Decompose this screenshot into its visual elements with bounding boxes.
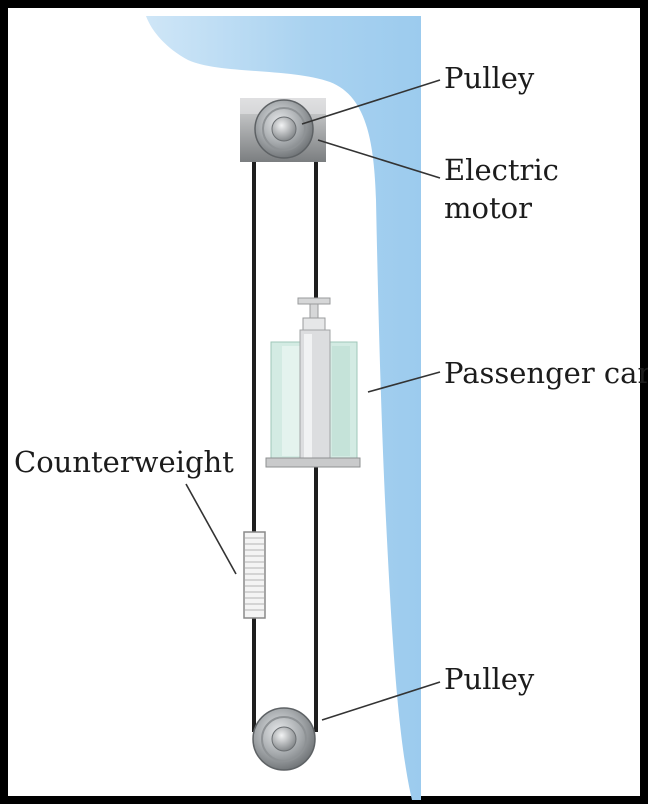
leader-bottom-pulley <box>321 681 441 721</box>
label-top-pulley: Pulley <box>444 61 535 95</box>
label-bottom-pulley: Pulley <box>444 662 535 696</box>
bottom-pulley <box>252 707 316 771</box>
leader-passenger-car <box>367 371 441 393</box>
label-passenger-car: Passenger car <box>444 356 648 390</box>
leader-electric-motor <box>317 139 441 179</box>
leader-lines <box>185 79 441 721</box>
label-electric-motor-line2: motor <box>444 191 532 225</box>
top-pulley <box>254 99 314 159</box>
label-electric-motor-line1: Electric <box>444 153 559 187</box>
label-counterweight: Counterweight <box>14 445 234 479</box>
leader-top-pulley <box>301 79 441 125</box>
counterweight <box>243 531 266 619</box>
leader-counterweight <box>185 483 237 575</box>
passenger-car <box>265 297 361 468</box>
